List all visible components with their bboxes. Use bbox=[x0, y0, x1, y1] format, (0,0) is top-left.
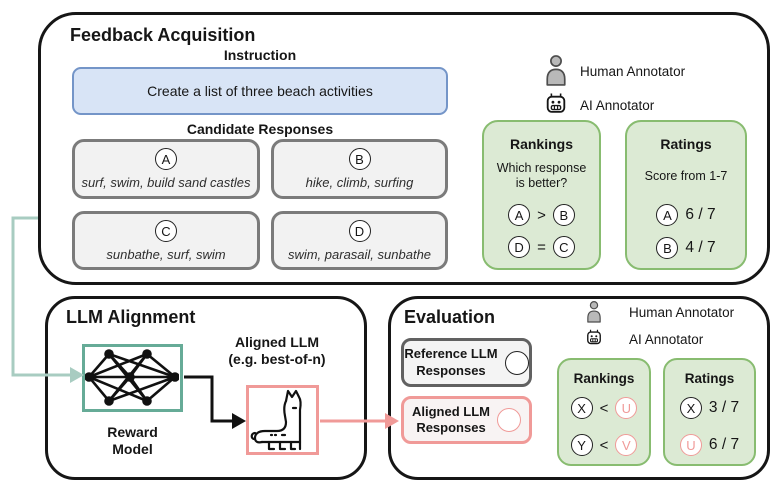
pair-left-badge: Y bbox=[570, 434, 593, 456]
eval-ranking-pair-1: X < U bbox=[559, 397, 649, 419]
aligned-llm-box: Aligned LLM Responses bbox=[401, 396, 532, 444]
candidate-badge-a: A bbox=[155, 148, 177, 170]
rating-score: 6 / 7 bbox=[708, 436, 740, 453]
pair-left-badge: X bbox=[570, 397, 593, 419]
llama-box bbox=[246, 385, 319, 455]
eval-ratings-title: Ratings bbox=[684, 371, 735, 386]
reference-llm-label: Reference LLM Responses bbox=[404, 346, 498, 378]
eval-ranking-pair-2: Y < V bbox=[559, 434, 649, 456]
feedback-acquisition-title: Feedback Acquisition bbox=[70, 25, 256, 45]
candidate-card-c: C sunbathe, surf, swim bbox=[72, 211, 260, 270]
reward-model-box bbox=[82, 344, 183, 412]
ai-annotator-icon bbox=[585, 328, 603, 348]
neural-net-icon bbox=[85, 349, 179, 406]
human-annotator-label: Human Annotator bbox=[580, 64, 686, 79]
candidate-text-b: hike, climb, surfing bbox=[305, 175, 414, 190]
pair-right-badge: V bbox=[615, 434, 638, 456]
candidate-text-d: swim, parasail, sunbathe bbox=[287, 247, 432, 262]
candidate-card-d: D swim, parasail, sunbathe bbox=[271, 211, 448, 270]
candidate-badge-c: C bbox=[155, 220, 177, 242]
evaluation-title: Evaluation bbox=[404, 307, 496, 327]
aligned-response-circle-icon bbox=[497, 408, 521, 432]
rating-score: 3 / 7 bbox=[708, 399, 740, 416]
rankings-question-line2: is better? bbox=[515, 176, 568, 190]
instruction-text: Create a list of three beach activities bbox=[147, 83, 373, 99]
eval-rating-row-1: X 3 / 7 bbox=[665, 397, 754, 419]
pair-op: < bbox=[599, 436, 609, 454]
candidate-responses-label: Candidate Responses bbox=[186, 121, 334, 137]
ratings-subtitle: Score from 1-7 bbox=[644, 169, 728, 183]
instruction-box: Create a list of three beach activities bbox=[72, 67, 448, 115]
candidate-text-c: sunbathe, surf, swim bbox=[106, 247, 226, 262]
pair-right-badge: U bbox=[615, 397, 638, 419]
eval-rankings-title: Rankings bbox=[573, 371, 635, 386]
rating-badge: B bbox=[656, 237, 679, 259]
human-annotator-label: Human Annotator bbox=[629, 305, 735, 320]
rating-score: 4 / 7 bbox=[685, 239, 716, 256]
ranking-pair-2: D = C bbox=[484, 236, 599, 258]
rankings-panel: Rankings Which response is better? A > B… bbox=[482, 120, 601, 270]
rankings-question-line1: Which response bbox=[496, 161, 587, 175]
rating-row-1: A 6 / 7 bbox=[627, 204, 745, 226]
ranking-pair-1: A > B bbox=[484, 204, 599, 226]
pair-left-badge: A bbox=[508, 204, 531, 226]
pair-op: > bbox=[537, 206, 546, 224]
ratings-title: Ratings bbox=[660, 136, 712, 152]
rating-badge: X bbox=[679, 397, 702, 419]
pair-right-badge: B bbox=[552, 204, 575, 226]
ai-annotator-label: AI Annotator bbox=[580, 98, 655, 113]
rating-row-2: B 4 / 7 bbox=[627, 237, 745, 259]
candidate-badge-d: D bbox=[348, 220, 371, 242]
ai-annotator-icon bbox=[544, 91, 568, 118]
aligned-llm-label: Aligned LLM (e.g. best-of-n) bbox=[228, 334, 326, 367]
human-annotator-icon bbox=[543, 54, 569, 86]
human-annotator-icon bbox=[585, 300, 603, 323]
eval-rating-row-2: U 6 / 7 bbox=[665, 434, 754, 456]
reward-model-label: Reward Model bbox=[107, 424, 158, 457]
candidate-card-b: B hike, climb, surfing bbox=[271, 139, 448, 199]
pair-right-badge: C bbox=[552, 236, 575, 258]
pair-op: = bbox=[537, 238, 546, 256]
aligned-llm-box-label: Aligned LLM Responses bbox=[412, 403, 490, 435]
rating-badge: U bbox=[679, 434, 702, 456]
candidate-card-a: A surf, swim, build sand castles bbox=[72, 139, 260, 199]
eval-rankings-panel: Rankings X < U Y < V bbox=[557, 358, 651, 466]
rating-score: 6 / 7 bbox=[685, 206, 716, 223]
pair-left-badge: D bbox=[508, 236, 531, 258]
reference-llm-box: Reference LLM Responses bbox=[401, 338, 532, 387]
rankings-title: Rankings bbox=[509, 136, 573, 152]
candidate-badge-b: B bbox=[348, 148, 371, 170]
eval-ratings-panel: Ratings X 3 / 7 U 6 / 7 bbox=[663, 358, 756, 466]
instruction-label: Instruction bbox=[223, 47, 297, 63]
pair-op: < bbox=[599, 399, 609, 417]
llama-icon bbox=[250, 389, 302, 451]
reference-response-circle-icon bbox=[504, 350, 529, 375]
ai-annotator-label: AI Annotator bbox=[629, 332, 704, 347]
rating-badge: A bbox=[656, 204, 679, 226]
llm-alignment-title: LLM Alignment bbox=[66, 307, 196, 327]
ratings-panel: Ratings Score from 1-7 A 6 / 7 B 4 / 7 bbox=[625, 120, 747, 270]
candidate-text-a: surf, swim, build sand castles bbox=[81, 175, 251, 190]
